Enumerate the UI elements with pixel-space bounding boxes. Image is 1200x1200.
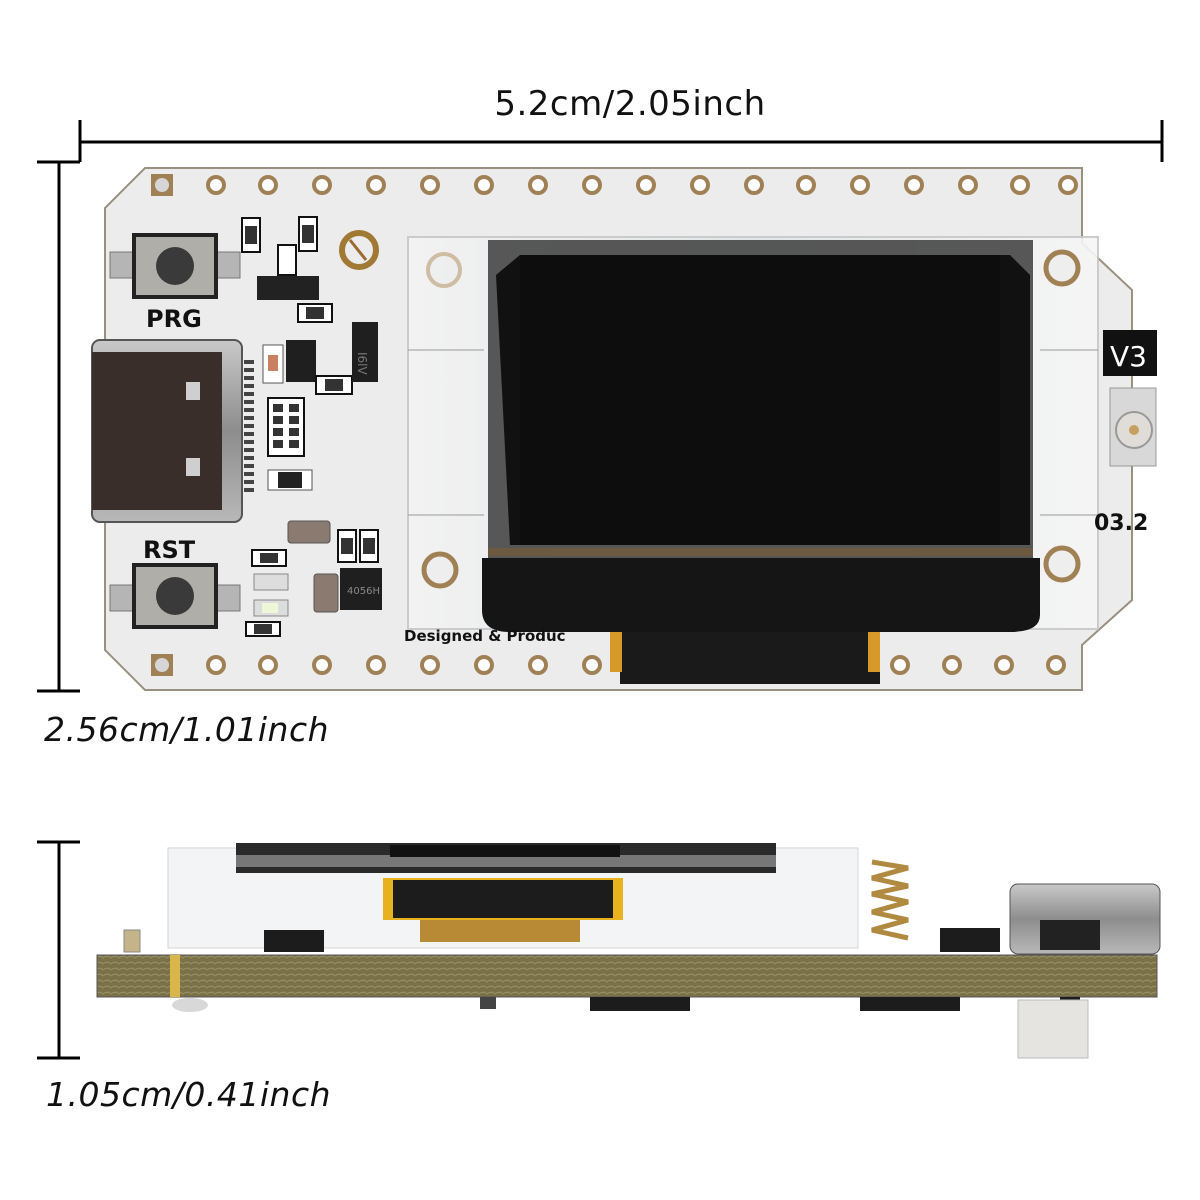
depth-dimension-label: 1.05cm/0.41inch [46, 1075, 332, 1114]
spring-antenna-side [871, 859, 909, 941]
board-top-view: PRG RST [91, 167, 1157, 691]
width-dimension-label: 5.2cm/2.05inch [494, 84, 766, 124]
regulator-marking: I6lV [355, 352, 369, 376]
usb-c-port[interactable] [91, 339, 254, 523]
rst-label: RST [143, 536, 196, 564]
spring-antenna [339, 230, 379, 270]
header-pins-top [151, 174, 1078, 196]
version-badge-text: V3 [1110, 340, 1147, 373]
board-side-view [96, 843, 1161, 1059]
rst-button[interactable] [109, 563, 241, 629]
depth-dimension-line [37, 840, 80, 1060]
pcb-edge [96, 954, 1158, 998]
smd-components: I6lV 4056H [241, 216, 382, 637]
oled-display [482, 240, 1040, 684]
designed-by-text: Designed & Produc [404, 627, 566, 645]
width-dimension-line [78, 120, 1164, 162]
version-badge: V3 [1103, 330, 1157, 376]
header-pins-bottom [151, 654, 1066, 676]
charger-chip-marking: 4056H [347, 586, 380, 597]
revision-label: 03.2 [1094, 511, 1148, 536]
oled-flex-cable [383, 878, 623, 942]
height-dimension-line [37, 160, 80, 693]
usb-c-side [1009, 883, 1161, 955]
height-dimension-label: 2.56cm/1.01inch [44, 710, 330, 749]
prg-label: PRG [146, 305, 202, 333]
prg-button[interactable] [109, 233, 241, 299]
ipex-antenna-connector[interactable] [1109, 387, 1157, 467]
